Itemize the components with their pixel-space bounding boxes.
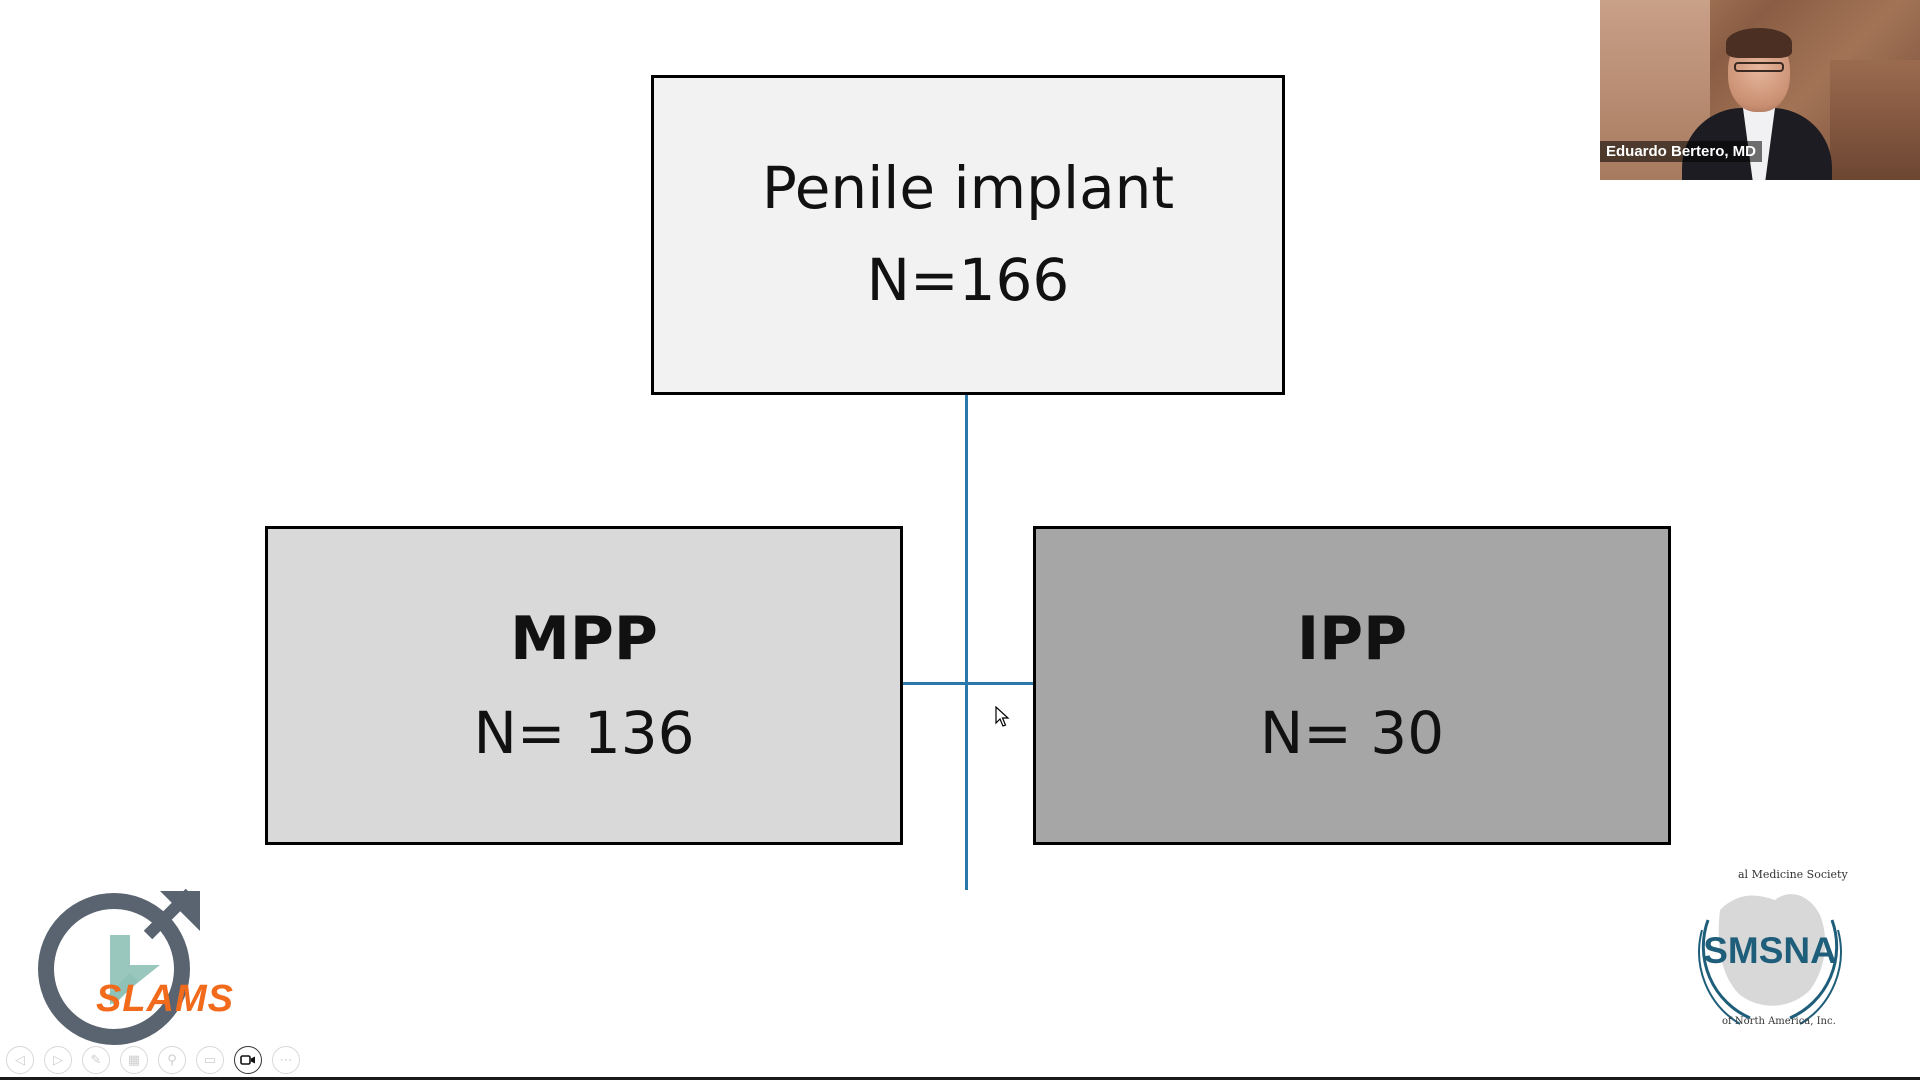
more-options-button[interactable]: ⋯ — [272, 1046, 300, 1074]
slides-icon: ▦ — [127, 1052, 141, 1068]
webcam-background-right — [1830, 60, 1920, 180]
previous-slide-button[interactable]: ◁ — [6, 1046, 34, 1074]
next-icon: ▷ — [53, 1052, 63, 1068]
webcam-video[interactable]: Eduardo Bertero, MD — [1600, 0, 1920, 180]
connector-right — [968, 682, 1033, 685]
webcam-person-glasses — [1734, 62, 1784, 72]
slams-logo-text: SLAMS — [96, 978, 234, 1020]
connector-vertical — [965, 395, 968, 890]
penile-implant-count: N=166 — [866, 246, 1070, 314]
camera-icon — [240, 1055, 255, 1065]
more-icon: ⋯ — [279, 1052, 293, 1068]
pen-tool-button[interactable]: ✎ — [82, 1046, 110, 1074]
zoom-button[interactable]: ⚲ — [158, 1046, 186, 1074]
presentation-toolbar: ◁ ▷ ✎ ▦ ⚲ ▭ ⋯ — [6, 1046, 300, 1074]
pen-icon: ✎ — [90, 1052, 102, 1068]
webcam-person-hair — [1726, 28, 1792, 58]
slams-logo — [38, 888, 200, 1045]
see-all-slides-button[interactable]: ▦ — [120, 1046, 148, 1074]
screen-bottom-border — [0, 1077, 1920, 1080]
smsna-logo-text: SMSNA — [1703, 930, 1837, 971]
next-slide-button[interactable]: ▷ — [44, 1046, 72, 1074]
zoom-icon: ⚲ — [167, 1052, 177, 1068]
mpp-box: MPP N= 136 — [265, 526, 903, 845]
participant-name-tag: Eduardo Bertero, MD — [1600, 141, 1763, 162]
ipp-count: N= 30 — [1259, 698, 1445, 767]
smsna-arc-bottom-text: of North America, Inc. — [1722, 1016, 1836, 1027]
smsna-logo — [1698, 894, 1842, 1025]
subtitles-button[interactable]: ▭ — [196, 1046, 224, 1074]
previous-icon: ◁ — [15, 1052, 25, 1068]
penile-implant-box: Penile implant N=166 — [651, 75, 1285, 395]
mouse-cursor-icon — [995, 706, 1010, 727]
mpp-title: MPP — [510, 603, 658, 674]
ipp-box: IPP N= 30 — [1033, 526, 1671, 845]
mpp-count: N= 136 — [473, 698, 695, 767]
penile-implant-title: Penile implant — [761, 154, 1175, 223]
subtitles-icon: ▭ — [203, 1052, 217, 1068]
connector-left — [903, 682, 965, 685]
camera-toggle-button[interactable] — [234, 1046, 262, 1074]
smsna-arc-top-text: al Medicine Society — [1738, 868, 1848, 881]
ipp-title: IPP — [1296, 603, 1408, 674]
